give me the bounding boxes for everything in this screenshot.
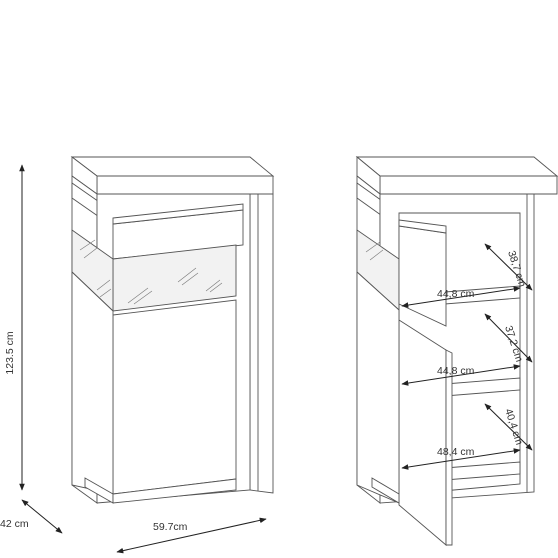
shelf2-width-line	[401, 364, 521, 386]
width-dimension-line	[116, 517, 267, 554]
shelf1-height-line	[484, 243, 533, 291]
height-label: 123.5 cm	[4, 331, 16, 374]
shelf1-width-label: 44,8 cm	[437, 288, 475, 300]
depth-dimension-line	[21, 499, 63, 534]
shelf3-height-line	[484, 403, 533, 451]
cabinet-open	[355, 156, 558, 546]
shelf2-height-line	[484, 313, 533, 363]
shelf2-width-label: 44,8 cm	[437, 365, 475, 377]
shelf1-width-line	[401, 286, 521, 308]
cabinet-closed	[70, 156, 275, 504]
width-label: 59.7cm	[153, 521, 188, 533]
shelf3-width-line	[401, 448, 521, 470]
depth-label: 42 cm	[0, 518, 29, 530]
shelf3-width-label: 48,4 cm	[437, 446, 475, 458]
